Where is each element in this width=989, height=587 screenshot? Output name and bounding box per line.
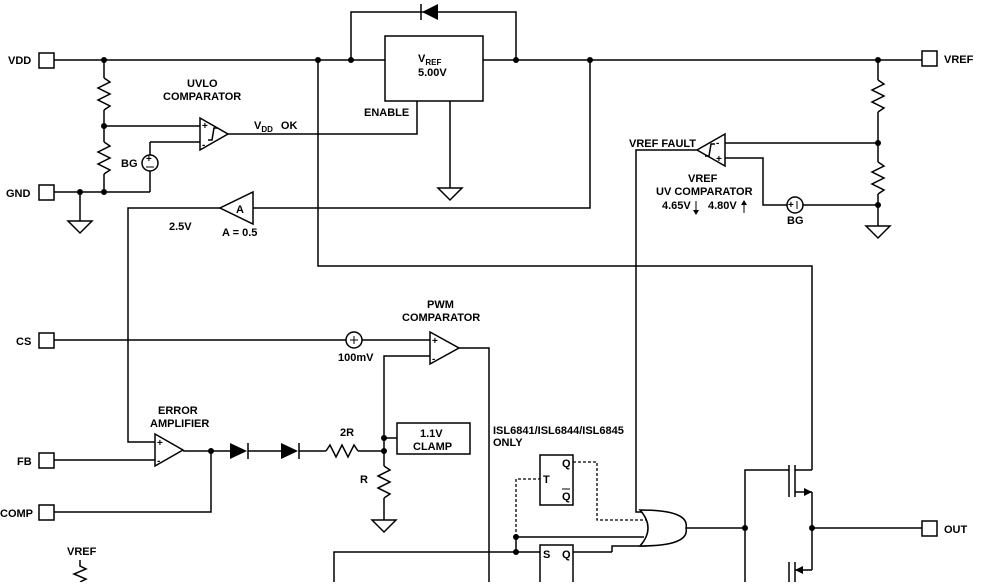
svg-text:COMPARATOR: COMPARATOR <box>163 91 241 103</box>
svg-text:A = 0.5: A = 0.5 <box>222 227 257 239</box>
svg-text:2R: 2R <box>340 427 354 439</box>
svg-text:OUT: OUT <box>944 524 968 536</box>
vref-uv-section: - + + BG VREF FAULT VREF UV COMPARATOR 4… <box>629 57 892 513</box>
vref-bottom-label: VREF <box>67 546 97 558</box>
svg-text:CS: CS <box>16 336 31 348</box>
svg-text:VREF: VREF <box>418 53 441 67</box>
svg-text:4.65V: 4.65V <box>662 200 691 212</box>
svg-text:AMPLIFIER: AMPLIFIER <box>150 418 209 430</box>
svg-text:COMP: COMP <box>0 508 33 520</box>
svg-text:4.80V: 4.80V <box>708 200 737 212</box>
svg-text:+: + <box>202 121 208 132</box>
pin-vref: VREF <box>921 50 974 67</box>
bypass-diode <box>350 4 517 60</box>
pin-vdd: VDD <box>8 52 55 69</box>
svg-text:COMPARATOR: COMPARATOR <box>402 312 480 324</box>
svg-text:+: + <box>716 154 722 165</box>
half-gain-amp: A A = 0.5 2.5V <box>127 57 593 443</box>
svg-text:+: + <box>157 438 163 449</box>
svg-text:Q: Q <box>562 458 571 470</box>
svg-text:R: R <box>360 474 368 486</box>
svg-text:-: - <box>202 140 205 151</box>
svg-text:UVLO: UVLO <box>187 78 218 90</box>
svg-text:FB: FB <box>17 456 32 468</box>
svg-text:-: - <box>716 138 719 149</box>
svg-text:5.00V: 5.00V <box>418 67 447 79</box>
output-driver <box>742 465 922 582</box>
vref-regulator: VREF 5.00V ENABLE <box>228 35 484 202</box>
pwm-section: 100mV + - PWM COMPARATOR <box>54 299 490 582</box>
svg-text:ERROR: ERROR <box>158 405 198 417</box>
pin-cs: CS <box>16 332 55 349</box>
svg-text:GND: GND <box>6 188 31 200</box>
svg-text:Q: Q <box>562 491 571 503</box>
svg-text:BG: BG <box>121 158 138 170</box>
svg-text:A: A <box>236 204 244 216</box>
svg-text:S: S <box>543 549 550 561</box>
logic-section: ISL6841/ISL6844/ISL6845 ONLY T Q Q S Q <box>333 425 745 587</box>
svg-text:-: - <box>432 354 435 365</box>
svg-text:CLAMP: CLAMP <box>413 441 452 453</box>
svg-text:UV COMPARATOR: UV COMPARATOR <box>656 186 753 198</box>
pin-fb: FB <box>17 452 55 469</box>
pin-out: OUT <box>921 520 968 537</box>
svg-text:VREF: VREF <box>688 173 718 185</box>
bottom-resistor <box>72 560 88 583</box>
svg-text:+: + <box>788 200 794 211</box>
svg-text:2.5V: 2.5V <box>169 221 192 233</box>
svg-text:T: T <box>543 474 550 486</box>
svg-text:PWM: PWM <box>427 299 454 311</box>
svg-text:1.1V: 1.1V <box>420 428 443 440</box>
svg-text:ONLY: ONLY <box>493 437 523 449</box>
svg-text:+: + <box>146 154 152 165</box>
pin-gnd: GND <box>6 184 55 201</box>
svg-text:-: - <box>157 456 160 467</box>
svg-text:VREF: VREF <box>944 54 974 66</box>
pin-comp: COMP <box>0 504 55 521</box>
svg-text:VREF FAULT: VREF FAULT <box>629 138 696 150</box>
vdd-to-driver <box>317 60 813 470</box>
error-amp-section: + - ERROR AMPLIFIER 2R 1.1V CLAMP R <box>54 405 471 534</box>
svg-text:100mV: 100mV <box>338 352 374 364</box>
svg-text:Q: Q <box>562 549 571 561</box>
svg-text:ISL6841/ISL6844/ISL6845: ISL6841/ISL6844/ISL6845 <box>493 425 624 437</box>
svg-text:VDD: VDD <box>8 55 31 67</box>
enable-label: ENABLE <box>364 107 409 119</box>
gnd-rail <box>54 189 150 235</box>
svg-text:BG: BG <box>787 215 804 227</box>
svg-text:+: + <box>432 336 438 347</box>
